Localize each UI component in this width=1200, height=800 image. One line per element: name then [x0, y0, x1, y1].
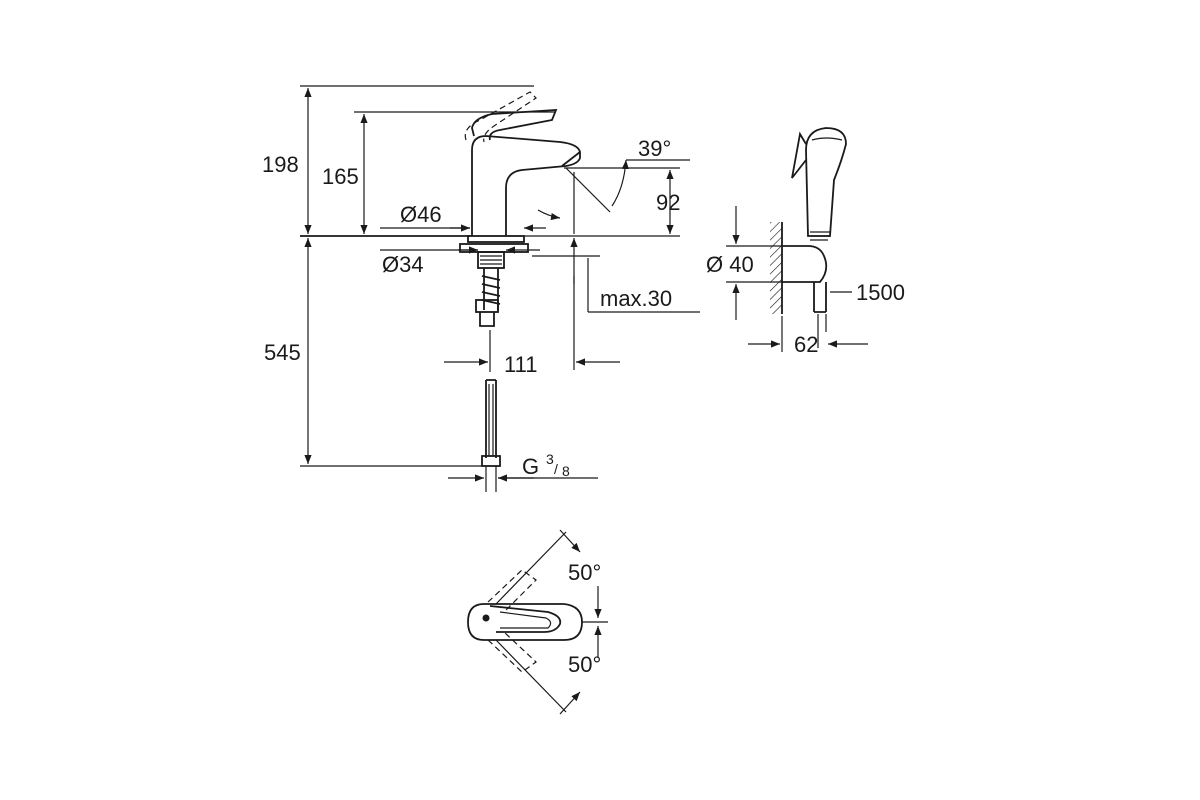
shower-trigger: [791, 131, 807, 179]
dim-g-label: G: [522, 454, 539, 479]
dim-shower-hose: 1500: [830, 280, 905, 305]
shower-head: [805, 127, 847, 237]
dim-projection: 111: [444, 330, 620, 377]
dim-39-label: 39°: [638, 136, 671, 161]
dim-hole-diameter: Ø34: [380, 246, 540, 277]
faucet-side-view: [300, 91, 680, 492]
dim-40-label: Ø 40: [706, 252, 754, 277]
shower-hose: [813, 282, 827, 313]
dim-holder-depth: 62: [748, 316, 868, 357]
svg-text:/: /: [554, 461, 558, 477]
dim-165-label: 165: [322, 164, 359, 189]
dim-g-denominator: 8: [562, 463, 570, 479]
mounting-stud: [477, 251, 505, 269]
faucet-top-view: 50° 50°: [467, 529, 608, 715]
faucet-body: [471, 135, 581, 236]
shower-grip: [810, 231, 830, 241]
dim-46-label: Ø46: [400, 202, 442, 227]
top-view-lever-inner: [499, 611, 552, 629]
faucet-base: [467, 235, 525, 243]
dim-connection: G 3 / 8: [448, 451, 598, 482]
dim-62-label: 62: [794, 332, 818, 357]
hose-connector: [481, 455, 501, 467]
faucet-spout-tip: [561, 151, 581, 167]
dim-111-label: 111: [504, 352, 537, 377]
supply-tail: [479, 312, 495, 327]
hand-shower-view: [770, 127, 847, 348]
dim-50-right-label: 50°: [568, 652, 601, 677]
dim-50-left-label: 50°: [568, 560, 601, 585]
faucet-mount-nut: [459, 243, 529, 253]
aerator: [482, 614, 490, 622]
dim-hose-length: 545: [264, 238, 482, 467]
supply-hose-upper: [481, 268, 501, 310]
supply-nut: [475, 299, 499, 313]
wall-hatch: [770, 222, 782, 314]
dim-base-diameter: Ø46: [380, 202, 546, 232]
dim-92-label: 92: [656, 190, 680, 215]
supply-hose-lower: [485, 379, 497, 458]
top-view-lever: [489, 605, 562, 633]
dim-spout-height: 92: [564, 167, 680, 234]
stud-thread: [480, 255, 502, 265]
dim-1500-label: 1500: [856, 280, 905, 305]
dim-total-height: 198: [262, 85, 534, 234]
lever-rotated-left: [487, 569, 537, 613]
lever-rotated-right: [487, 631, 537, 673]
hose-braid: [488, 384, 494, 456]
dim-holder-diameter: Ø 40: [706, 206, 782, 320]
dim-198-label: 198: [262, 152, 299, 177]
dim-deck-thickness: max.30: [532, 238, 700, 370]
top-view-body: [467, 603, 583, 641]
dim-34-label: Ø34: [382, 252, 424, 277]
dim-spout-angle: 39°: [537, 136, 690, 221]
dim-max30-label: max.30: [600, 286, 672, 311]
dim-g-numerator: 3: [546, 451, 554, 467]
dim-handle-height: 165: [322, 111, 556, 234]
dim-545-label: 545: [264, 340, 301, 365]
faucet-lever-raised: [464, 91, 537, 143]
shower-holder: [782, 245, 828, 283]
